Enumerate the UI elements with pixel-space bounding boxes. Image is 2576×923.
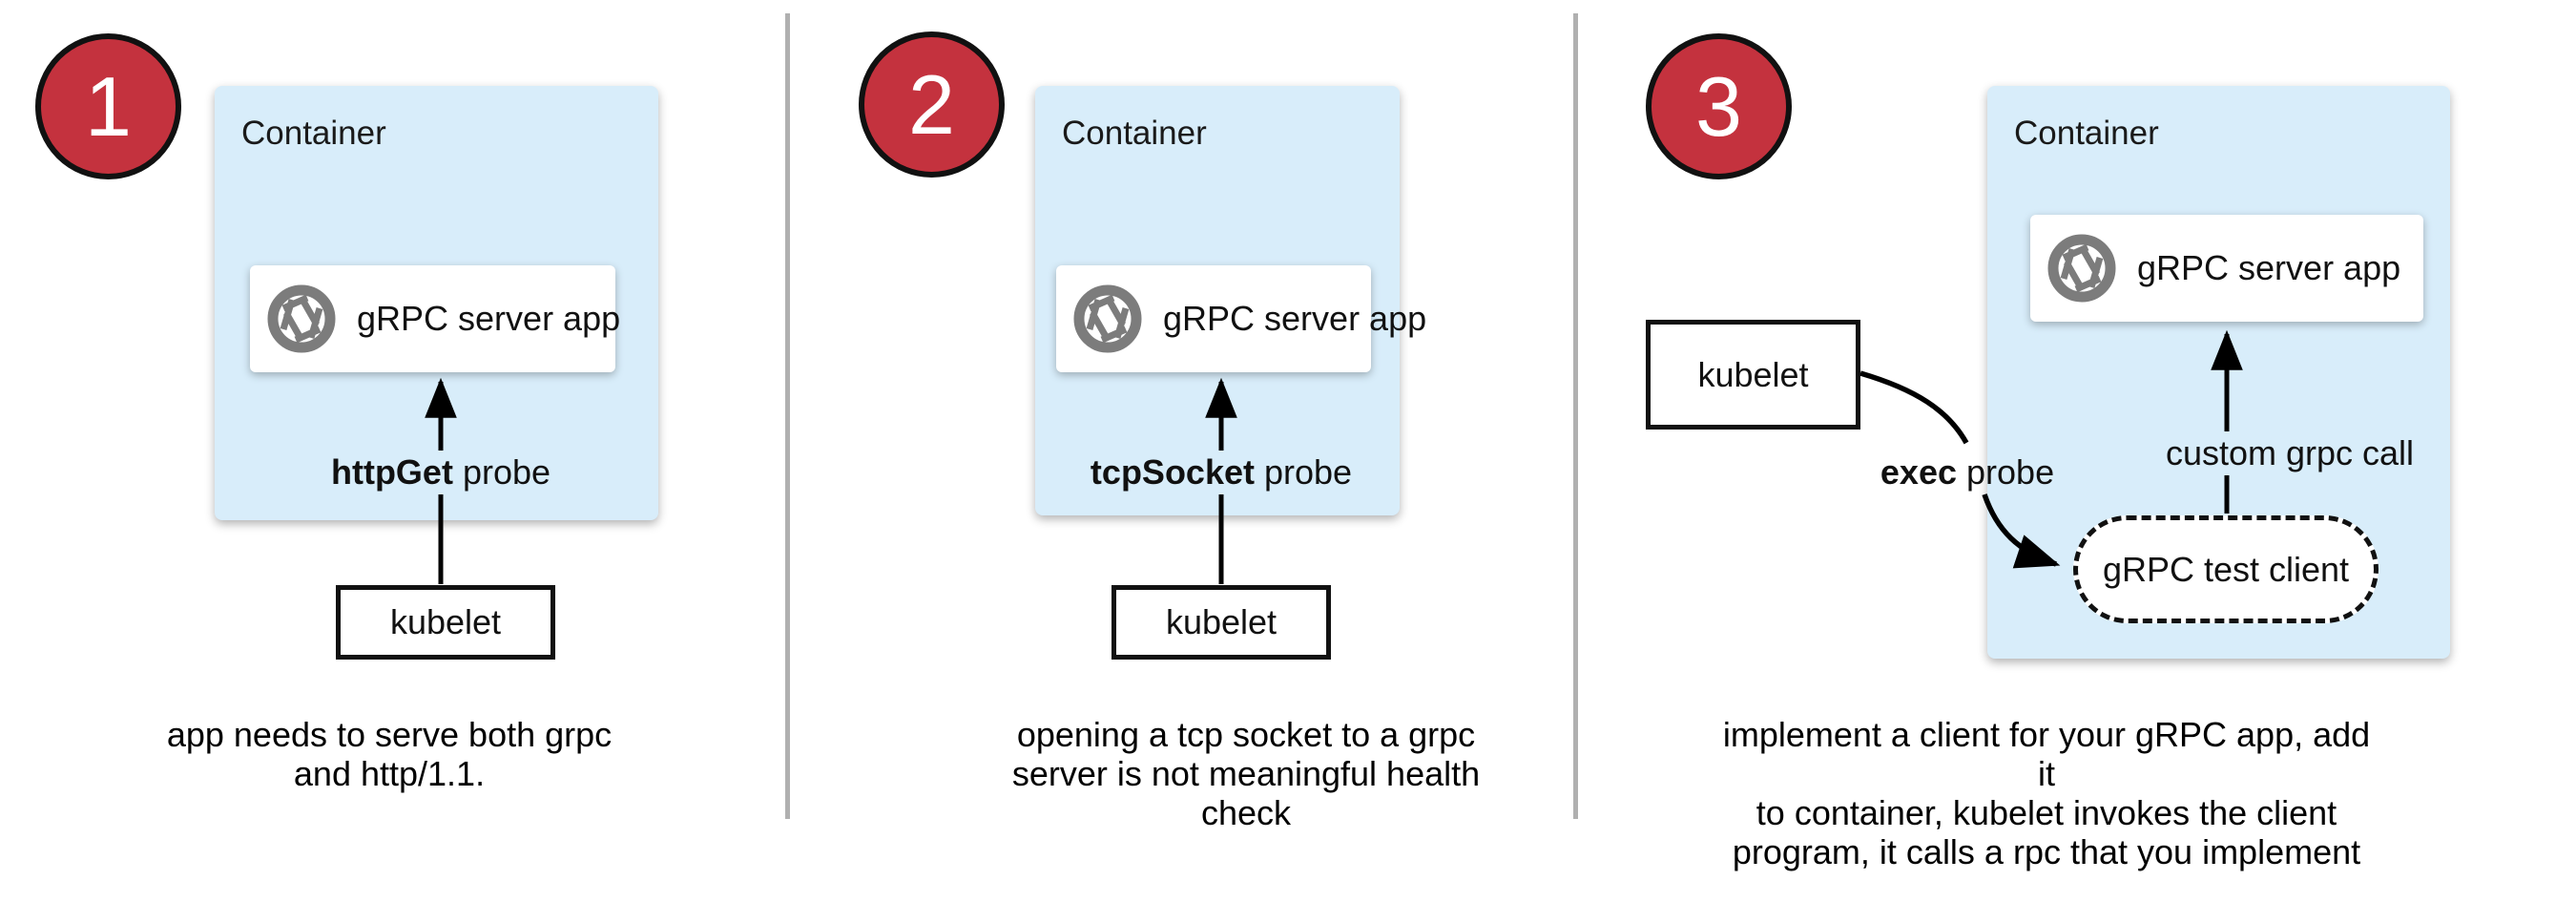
step-badge-1: 1 bbox=[35, 33, 181, 179]
grpc-server-app-label: gRPC server app bbox=[357, 299, 621, 338]
caption-line: implement a client for your gRPC app, ad… bbox=[1722, 715, 2371, 793]
aperture-icon bbox=[2047, 234, 2116, 303]
kubelet-box-3: kubelet bbox=[1646, 320, 1860, 430]
kubelet-box-2: kubelet bbox=[1111, 585, 1331, 660]
step-badge-2: 2 bbox=[859, 31, 1005, 178]
tcpsocket-probe-label: tcpSocket probe bbox=[1080, 451, 1362, 494]
grpc-server-app-label: gRPC server app bbox=[1163, 299, 1427, 338]
aperture-icon bbox=[1073, 284, 1142, 353]
container-label: Container bbox=[241, 115, 386, 152]
grpc-server-app-card-1: gRPC server app bbox=[250, 265, 620, 372]
probe-name-bold: httpGet bbox=[330, 452, 453, 492]
custom-grpc-call-label: custom grpc call bbox=[2155, 431, 2424, 475]
panel-caption-3: implement a client for your gRPC app, ad… bbox=[1713, 715, 2380, 871]
container-label: Container bbox=[1062, 115, 1207, 152]
step-badge-3: 3 bbox=[1646, 33, 1792, 179]
arrow-exec-probe-lower bbox=[1982, 493, 2061, 569]
caption-line: to container, kubelet invokes the client bbox=[1755, 793, 2337, 832]
caption-line: opening a tcp socket to a grpc bbox=[1016, 715, 1476, 754]
caption-line: app needs to serve both grpc bbox=[166, 715, 613, 754]
aperture-icon bbox=[267, 284, 336, 353]
caption-line: and http/1.1. bbox=[293, 754, 486, 793]
httpget-probe-label: httpGet probe bbox=[321, 451, 561, 494]
exec-probe-label: exec probe bbox=[1871, 451, 2064, 494]
panel-caption-2: opening a tcp socket to a grpc server is… bbox=[912, 715, 1580, 832]
grpc-test-client-pill: gRPC test client bbox=[2073, 515, 2379, 623]
probe-word: probe bbox=[452, 452, 551, 492]
grpc-server-app-card-3: gRPC server app bbox=[2030, 215, 2423, 322]
probe-name-bold: tcpSocket bbox=[1090, 452, 1255, 492]
container-label: Container bbox=[2014, 115, 2159, 152]
grpc-server-app-label: gRPC server app bbox=[2137, 248, 2401, 287]
panel-caption-1: app needs to serve both grpc and http/1.… bbox=[55, 715, 723, 793]
probe-word: probe bbox=[1254, 452, 1353, 492]
panel-divider-1 bbox=[785, 13, 790, 819]
grpc-server-app-card-2: gRPC server app bbox=[1056, 265, 1426, 372]
probe-word: probe bbox=[1957, 452, 2055, 492]
kubelet-box-1: kubelet bbox=[336, 585, 555, 660]
caption-line: check bbox=[1200, 793, 1292, 832]
caption-line: server is not meaningful health bbox=[1011, 754, 1481, 793]
probe-name-bold: exec bbox=[1880, 452, 1958, 492]
arrow-exec-probe-upper bbox=[1859, 370, 1969, 445]
panel-divider-2 bbox=[1573, 13, 1578, 819]
caption-line: program, it calls a rpc that you impleme… bbox=[1732, 832, 2361, 871]
